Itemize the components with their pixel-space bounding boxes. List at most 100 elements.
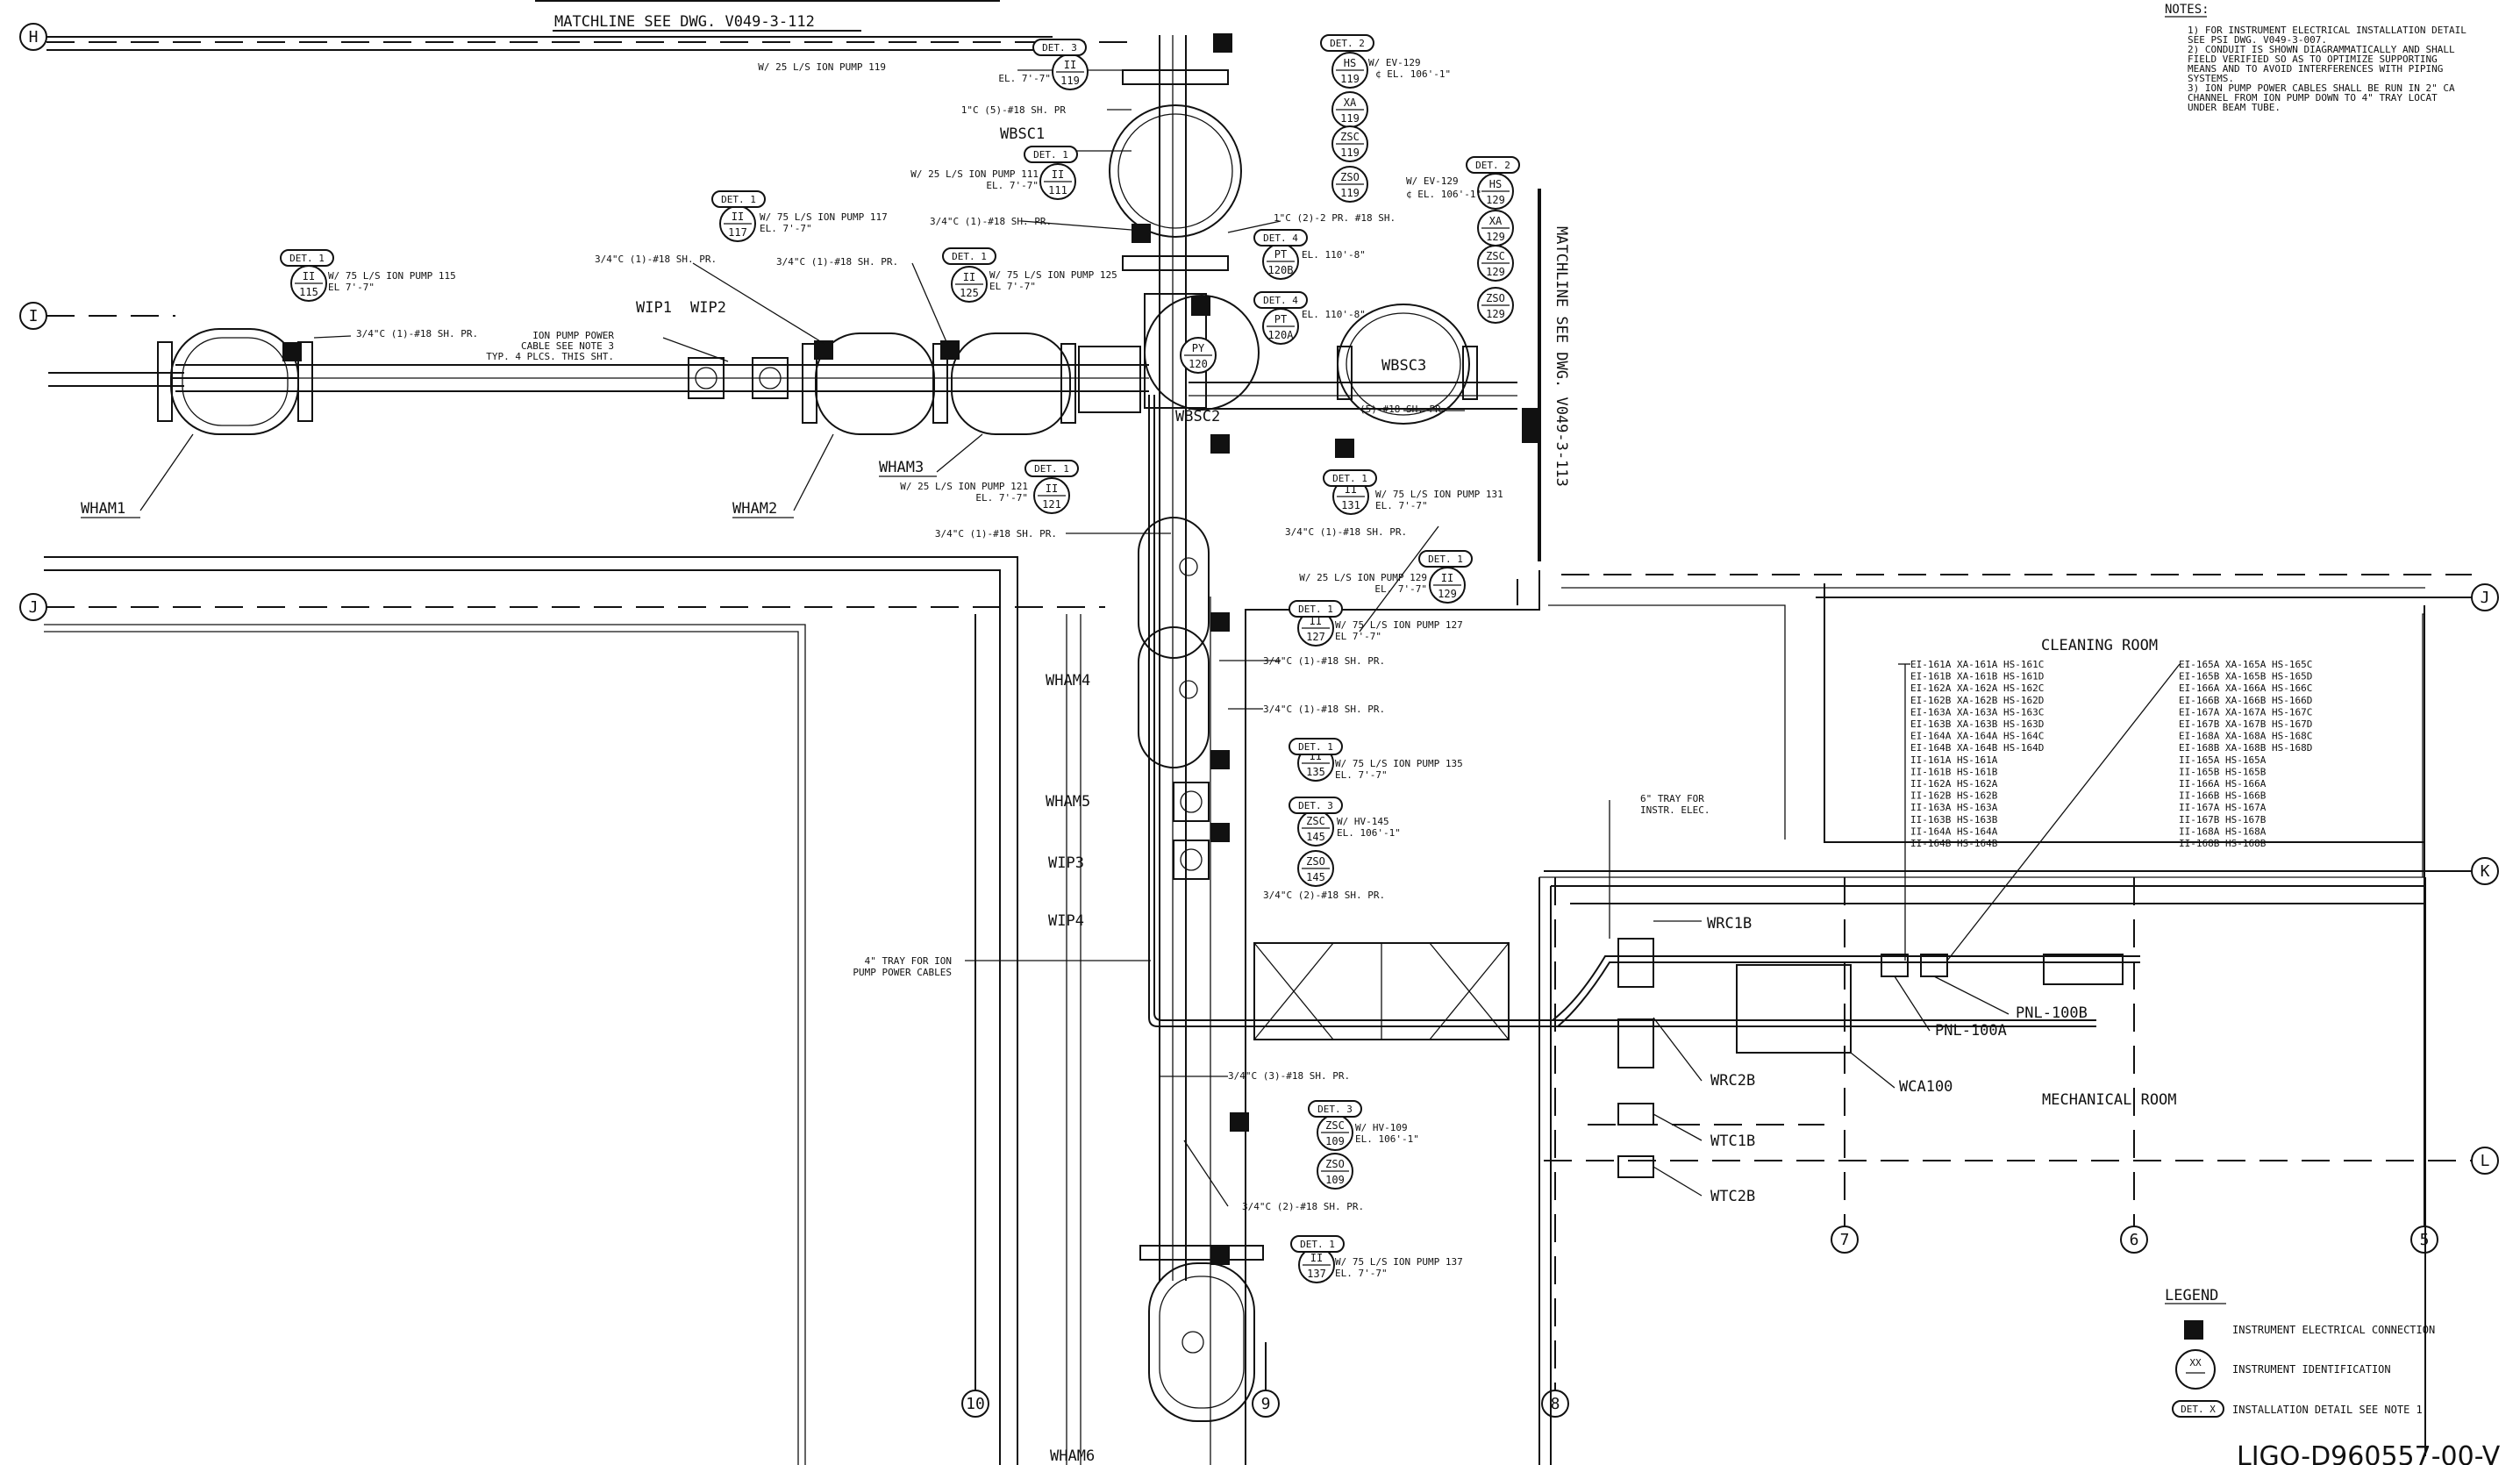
callout-c115b: EL 7'-7"	[328, 282, 375, 293]
bubble-tag: HS	[1344, 57, 1356, 69]
notes-line-4: FIELD VERIFIED SO AS TO OPTIMIZE SUPPORT…	[2188, 54, 2438, 65]
wbsc1-chamber	[1109, 69, 1242, 271]
callout-tray6b: INSTR. ELEC.	[1640, 804, 1710, 816]
bubble-tag: II	[732, 211, 744, 223]
callout-ipc2: CABLE SEE NOTE 3	[521, 340, 614, 352]
wip1-valve	[688, 357, 725, 399]
callout-hv109a: W/ HV-109	[1355, 1122, 1408, 1133]
label-wip1: WIP1	[636, 299, 672, 317]
callout-ev129a: W/ EV-129	[1368, 57, 1421, 68]
bubble-number: 120A	[1268, 329, 1295, 341]
callout-c127b: EL 7'-7"	[1335, 631, 1381, 642]
label-wham2: WHAM2	[732, 500, 777, 518]
det-tag-text: DET. 1	[952, 251, 987, 262]
pnl-100a-box	[1881, 954, 1909, 977]
callout-c34a: 3/4"C (1)-#18 SH. PR.	[595, 254, 717, 265]
label-wbsc3: WBSC3	[1381, 357, 1426, 375]
wham1-chamber	[157, 328, 313, 435]
bubble-tag: ZSC	[1325, 1119, 1345, 1132]
label-wip4: WIP4	[1048, 912, 1084, 930]
grid-label-i: I	[29, 307, 39, 325]
matchline-top: MATCHLINE SEE DWG. V049-3-112	[554, 13, 815, 31]
cleaning-list-left-item: II-161A HS-161A	[1910, 754, 1998, 766]
cleaning-list-left-item: EI-161B XA-161B HS-161D	[1910, 671, 2044, 682]
cleaning-list-right-item: EI-165B XA-165B HS-165D	[2179, 671, 2312, 682]
pnl-100b-box	[1920, 954, 1948, 977]
label-wip3: WIP3	[1048, 854, 1084, 872]
label-mechanical-room: MECHANICAL ROOM	[2042, 1091, 2177, 1109]
bubble-number: 119	[1340, 112, 1360, 125]
bubble-number: 120B	[1268, 264, 1294, 276]
det-tag-11: DET. 1	[1418, 550, 1473, 568]
cleaning-list-left-item: II-164A HS-164A	[1910, 825, 1998, 837]
matchlines: MATCHLINE SEE DWG. V049-3-112 MATCHLINE …	[535, 0, 1570, 561]
det-tag-text: DET. 3	[1298, 800, 1333, 811]
callout-c1q2: 1"C (2)-2 PR. #18 SH.	[1274, 212, 1396, 224]
cleaning-list-right-item: II-165A HS-165A	[2179, 754, 2267, 766]
bubble-tag: ZSO	[1486, 292, 1505, 304]
det-tag-text: DET. 2	[1475, 160, 1510, 171]
beam-tubes	[48, 35, 1517, 1281]
cable-tray	[1148, 395, 2140, 1178]
callout-c5: (5)-#18 SH. PR.	[1360, 404, 1446, 415]
legend: LEGEND INSTRUMENT ELECTRICAL CONNECTION …	[2165, 1287, 2435, 1418]
callout-c129b: EL. 7'-7"	[1374, 583, 1427, 595]
cleaning-list-right-item: II-167B HS-167B	[2179, 814, 2267, 825]
callout-hv145a: W/ HV-145	[1337, 816, 1389, 827]
det-tag-text: DET. 1	[1033, 149, 1068, 161]
cleaning-list-left-item: II-163B HS-163B	[1910, 814, 1998, 825]
callout-c145c: 3/4"C (2)-#18 SH. PR.	[1263, 890, 1385, 901]
bubble-number: 131	[1341, 499, 1360, 511]
callout-c121b: EL. 7'-7"	[975, 492, 1028, 504]
legend-det-text: INSTALLATION DETAIL SEE NOTE 1	[2232, 1404, 2423, 1416]
cleaning-list-right-item: II-166A HS-166A	[2179, 778, 2267, 790]
cleaning-list-left-item: II-162B HS-162B	[1910, 790, 1998, 802]
det-tag-12: DET. 1	[1289, 600, 1343, 618]
callout-c111b: EL. 7'-7"	[986, 180, 1039, 191]
conn-127	[1210, 612, 1230, 632]
det-tag-text: DET. 4	[1263, 232, 1298, 244]
det-tag-6: DET. 4	[1253, 229, 1308, 247]
legend-conn-symbol	[2184, 1320, 2203, 1340]
label-wca100: WCA100	[1899, 1078, 1952, 1096]
conn-121	[1210, 434, 1230, 454]
det-tag-text: DET. 2	[1330, 38, 1365, 49]
callout-c121a: W/ 25 L/S ION PUMP 121	[900, 481, 1028, 492]
cleaning-room-lists	[1898, 663, 2181, 961]
wtc2b-box	[1617, 1155, 1654, 1178]
det-tag-8: DET. 2	[1466, 156, 1520, 174]
label-wham5: WHAM5	[1046, 793, 1090, 811]
notes-line-5: MEANS AND TO AVOID INTERFERENCES WITH PI…	[2188, 63, 2443, 75]
grid-label-7: 7	[1840, 1231, 1850, 1249]
instrument-bubbles: II119HS119XA119ZSC119ZSO119II111II117II1…	[290, 52, 1514, 1283]
callout-c34c: 3/4"C (1)-#18 SH. PR.	[930, 216, 1052, 227]
det-tag-7: DET. 4	[1253, 291, 1308, 309]
label-wham3: WHAM3	[879, 459, 924, 476]
notes-line-6: SYSTEMS.	[2188, 73, 2234, 84]
callout-hv109b: EL. 106'-1"	[1355, 1133, 1419, 1145]
callout-tray4b: PUMP POWER CABLES	[853, 967, 952, 978]
det-tag-text: DET. 1	[1300, 1239, 1335, 1250]
cleaning-list-left-item: II-163A HS-163A	[1910, 802, 1998, 813]
callout-c127c: 3/4"C (1)-#18 SH. PR.	[1263, 655, 1385, 667]
cleaning-list-left-item: EI-162B XA-162B HS-162D	[1910, 695, 2044, 706]
callout-c131b: EL. 7'-7"	[1375, 500, 1428, 511]
conn-135	[1210, 750, 1230, 769]
conn-125	[940, 340, 960, 360]
bellows-x	[1078, 346, 1141, 413]
det-tag-10: DET. 1	[1323, 469, 1377, 487]
callout-c1q5: 1"C (5)-#18 SH. PR	[961, 104, 1067, 116]
building-walls	[44, 556, 2426, 1465]
bubble-tag: II	[303, 270, 315, 282]
